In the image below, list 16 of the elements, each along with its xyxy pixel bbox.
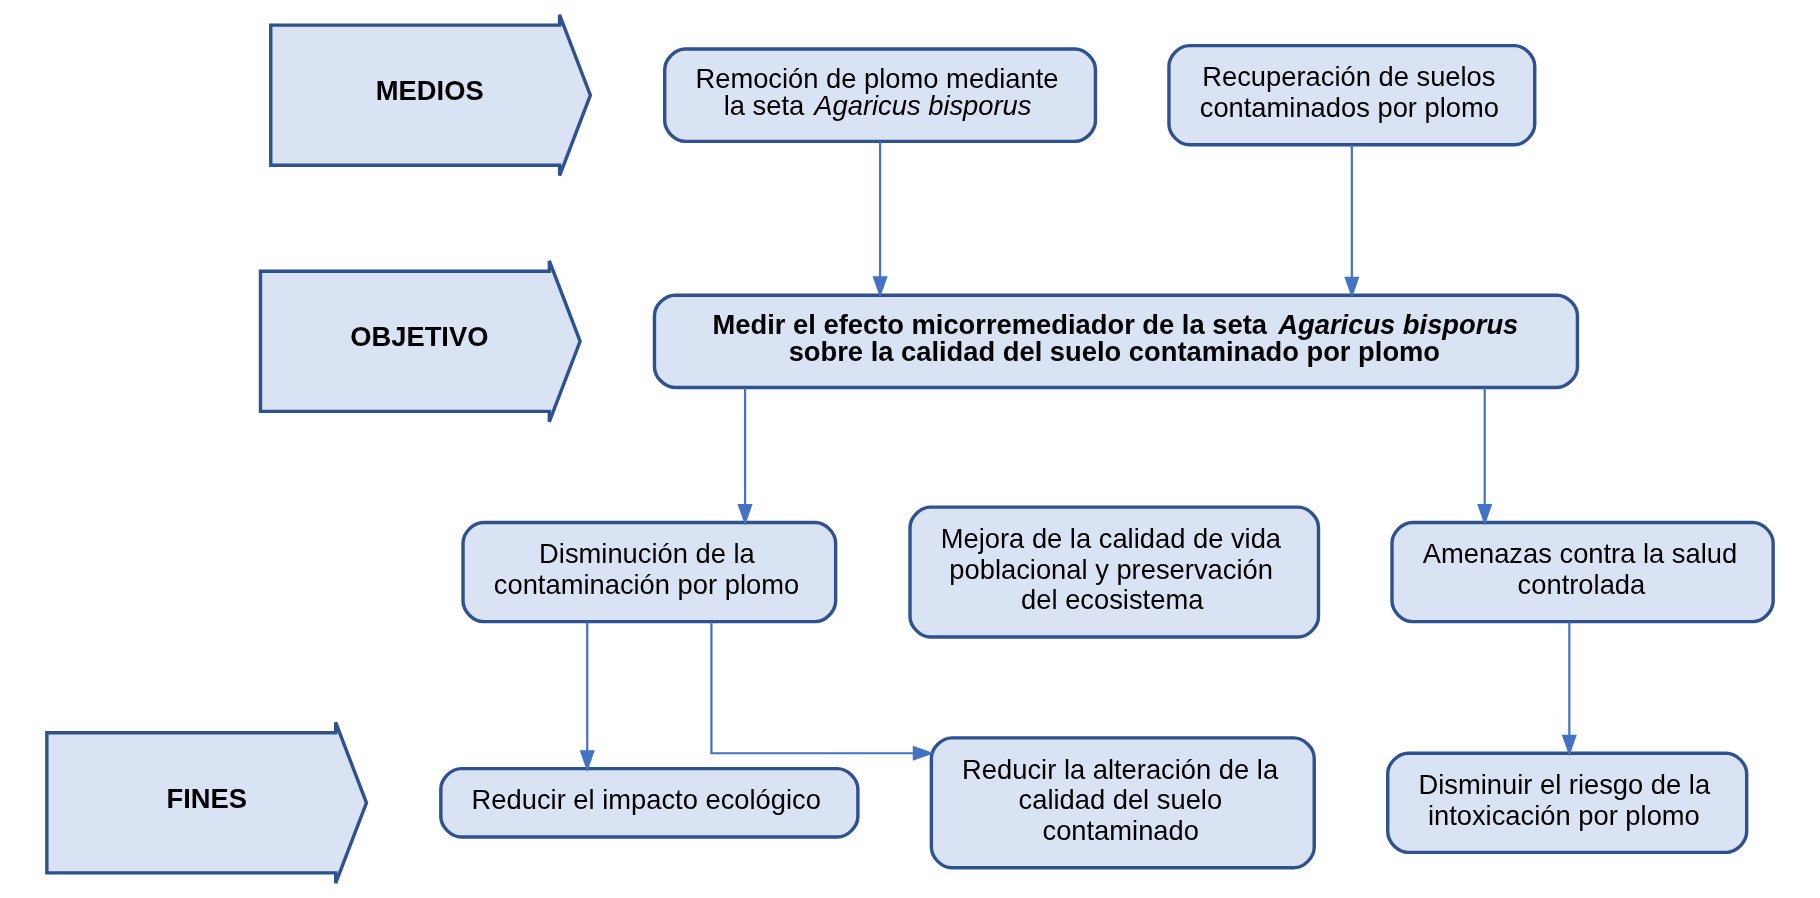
node-box: Medir el efecto micorremediador de la seta Agaricus bisporus sobre la calidad del suelo contaminado por plomo xyxy=(652,293,1580,390)
node-box: Disminución de la contaminación por plomo xyxy=(461,520,838,624)
node-box: Recuperación de suelos contaminados por plomo xyxy=(1167,43,1537,147)
node-box: Amenazas contra la salud controlada xyxy=(1390,520,1775,624)
arrow xyxy=(1561,622,1577,757)
arrow xyxy=(579,622,595,772)
node-box: Reducir la alteración de la calidad del suelo contaminado xyxy=(929,736,1316,870)
arrow xyxy=(1477,388,1493,526)
arrow xyxy=(872,141,888,298)
arrow xyxy=(710,622,935,761)
arrow xyxy=(737,388,753,526)
node-box: Mejora de la calidad de vida poblacional y preservación del ecosistema xyxy=(908,505,1321,639)
arrow xyxy=(1344,145,1360,299)
node-box: Reducir el impacto ecológico xyxy=(439,766,860,839)
node-box: Disminuir el riesgo de la intoxicación por plomo xyxy=(1386,751,1749,855)
node-box: Remoción de plomo mediante la seta Agaricus bisporus xyxy=(663,47,1098,144)
